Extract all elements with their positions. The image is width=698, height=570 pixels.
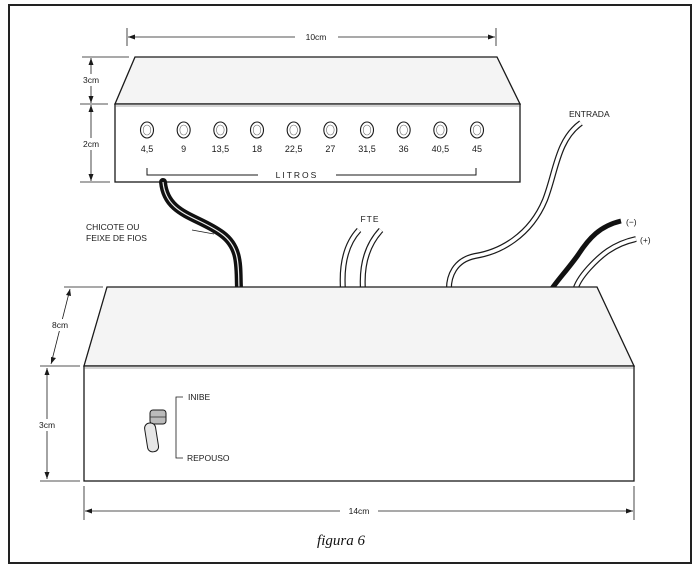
led-item: 45 [469, 121, 485, 154]
led-item: 40,5 [432, 121, 450, 154]
bottom-height-label: 3cm [39, 420, 55, 430]
led-lens [179, 124, 188, 136]
led-lens [252, 124, 262, 136]
litros-bracket: LITROS [146, 168, 477, 180]
main-box-top-face [83, 286, 636, 367]
led-value-label: 9 [181, 144, 186, 154]
fte-label: FTE [360, 214, 379, 224]
led-indicator [286, 121, 301, 139]
led-value-label: 4,5 [141, 144, 154, 154]
main-box-front-face [83, 365, 635, 482]
led-item: 31,5 [358, 121, 376, 154]
toggle-label-bracket [175, 396, 183, 459]
bottom-height-dimension: 3cm [33, 368, 80, 482]
entrada-wire [445, 120, 583, 293]
harness-leader-line [191, 229, 215, 235]
led-value-label: 31,5 [358, 144, 376, 154]
figure-frame [8, 4, 692, 564]
toggle-switch-lever [144, 422, 160, 453]
led-item: 22,5 [285, 121, 303, 154]
led-item: 4,5 [139, 121, 155, 154]
led-indicator [433, 121, 448, 139]
top-width-dimension: 10cm [126, 28, 497, 46]
bottom-width-label: 14cm [349, 506, 370, 516]
display-box-top-face [114, 56, 522, 105]
led-item: 36 [396, 121, 411, 154]
led-indicator [359, 121, 375, 139]
led-lens [362, 124, 372, 136]
led-value-label: 18 [252, 144, 262, 154]
top-depth-dimension: 3cm [79, 56, 129, 105]
led-item: 18 [249, 121, 265, 154]
led-item: 9 [176, 121, 191, 154]
led-value-label: 40,5 [432, 144, 450, 154]
toggle-switch [144, 409, 167, 453]
display-box-front-face [114, 103, 521, 183]
led-lens [399, 124, 408, 136]
led-value-label: 22,5 [285, 144, 303, 154]
led-item: 13,5 [212, 121, 230, 154]
harness-label-line1: CHICOTE OU [86, 222, 139, 232]
led-value-label: 36 [399, 144, 409, 154]
figure-caption: figura 6 [317, 533, 365, 549]
led-value-label: 13,5 [212, 144, 230, 154]
led-indicator [213, 121, 228, 139]
negative-label: (−) [626, 217, 637, 227]
main-box [83, 286, 636, 482]
led-value-label: 27 [325, 144, 335, 154]
positive-label: (+) [640, 235, 651, 245]
top-depth-label: 3cm [83, 75, 99, 85]
repouso-label: REPOUSO [187, 453, 230, 463]
negative-wire [548, 218, 622, 292]
positive-wire [572, 236, 637, 292]
top-width-label: 10cm [306, 32, 327, 42]
bottom-width-dimension: 14cm [83, 486, 635, 520]
led-indicator [323, 121, 338, 139]
harness-label-line2: FEIXE DE FIOS [86, 233, 147, 243]
led-lens [216, 124, 225, 136]
led-indicator [396, 121, 411, 139]
led-indicator [249, 121, 265, 139]
led-item: 27 [323, 121, 338, 154]
led-lens [142, 124, 152, 136]
led-row: 4,5 9 13,5 18 22,5 27 31,5 36 40,5 45 [139, 121, 485, 154]
wire-harness [159, 178, 243, 292]
led-indicator [139, 121, 155, 139]
led-lens [289, 124, 298, 136]
bottom-depth-label: 8cm [52, 320, 68, 330]
led-lens [436, 124, 445, 136]
led-lens [472, 124, 482, 136]
fte-wires [339, 227, 384, 291]
entrada-label: ENTRADA [569, 109, 610, 119]
top-height-dimension: 2cm [77, 105, 110, 183]
led-indicator [176, 121, 191, 139]
inibe-label: INIBE [188, 392, 211, 402]
led-value-label: 45 [472, 144, 482, 154]
litros-label: LITROS [276, 170, 319, 180]
top-height-label: 2cm [83, 139, 99, 149]
led-lens [326, 124, 335, 136]
led-indicator [469, 121, 485, 139]
display-box [114, 56, 522, 183]
bottom-depth-dimension: 8cm [40, 286, 103, 367]
